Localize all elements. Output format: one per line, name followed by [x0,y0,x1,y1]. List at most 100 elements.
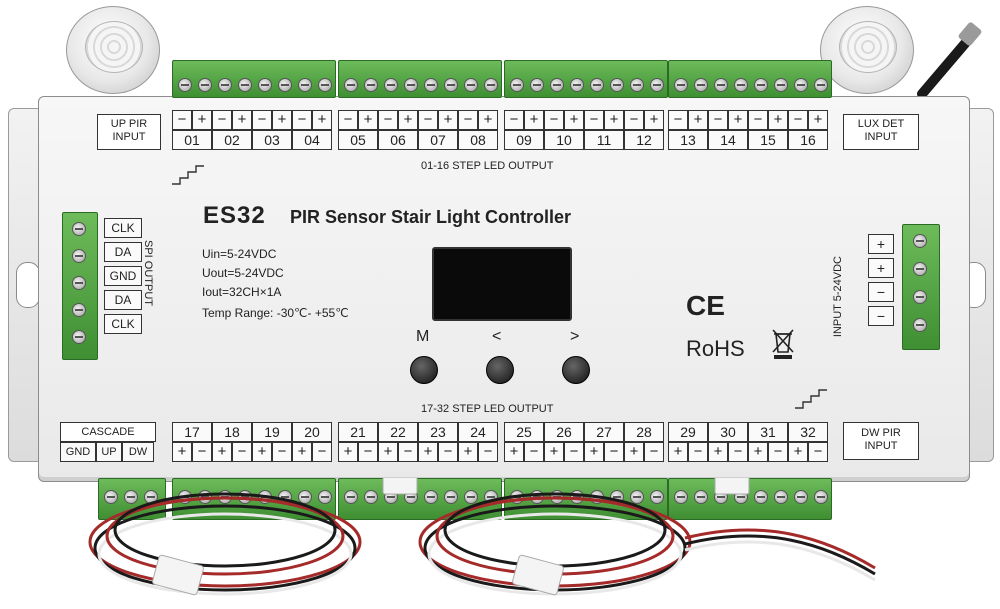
lcd-display [432,247,572,321]
top-channel-polarity: − [544,110,564,130]
top-terminal-screw [570,78,584,92]
spi-pin-label: DA [104,242,142,262]
top-terminal-screw [674,78,688,92]
bottom-channel-polarity: − [312,442,332,462]
top-terminal-screw [590,78,604,92]
bottom-terminal-screw [794,490,808,504]
ce-mark: CE [686,290,725,321]
top-channel-polarity: − [378,110,398,130]
top-channel-polarity: − [668,110,688,130]
bottom-terminal-screw [298,490,312,504]
bottom-terminal-screw [650,490,664,504]
left-button[interactable] [486,356,514,384]
top-terminal-screw [364,78,378,92]
spi-terminal-screw [72,249,86,263]
spi-pin-label: CLK [104,314,142,334]
top-channel-polarity: − [252,110,272,130]
bottom-channel-number: 28 [624,422,664,442]
spi-output-label: SPI OUTPUT [142,240,154,307]
bottom-channel-number: 18 [212,422,252,442]
top-channel-number: 04 [292,130,332,150]
top-channel-polarity: − [624,110,644,130]
bottom-channel-number: 29 [668,422,708,442]
input-pin-label: + [868,258,894,278]
top-terminal-group-1 [172,60,336,98]
bottom-channel-polarity: − [564,442,584,462]
bottom-channel-number: 23 [418,422,458,442]
right-button[interactable] [562,356,590,384]
bottom-channel-number: 20 [292,422,332,442]
top-channel-polarity: − [292,110,312,130]
lux-sensor-probe [917,22,982,99]
top-channel-number: 12 [624,130,664,150]
bottom-channel-number: 17 [172,422,212,442]
top-terminal-screw [218,78,232,92]
top-terminal-screw [650,78,664,92]
spec-uout: Uout=5-24VDC [202,266,284,280]
top-channel-polarity: − [338,110,358,130]
top-terminal-group-2 [338,60,502,98]
bottom-channel-number: 19 [252,422,292,442]
top-terminal-screw [794,78,808,92]
top-terminal-group-4 [668,60,832,98]
top-terminal-screw [258,78,272,92]
spi-pin-label: DA [104,290,142,310]
top-channel-polarity: + [808,110,828,130]
top-terminal-screw [404,78,418,92]
bottom-channel-polarity: − [768,442,788,462]
up-pir-input-label: UP PIR INPUT [97,114,161,150]
top-terminal-screw [464,78,478,92]
input-terminal-screw [913,290,927,304]
bottom-channel-polarity: − [272,442,292,462]
dw-pir-input-label: DW PIR INPUT [843,422,919,460]
top-channel-polarity: + [564,110,584,130]
bottom-channel-polarity: − [524,442,544,462]
spi-pin-label: CLK [104,218,142,238]
bottom-channel-polarity: + [252,442,272,462]
top-channel-polarity: + [688,110,708,130]
input-pin-label: − [868,282,894,302]
spi-terminal-screw [72,303,86,317]
bottom-channel-polarity: + [338,442,358,462]
top-channel-polarity: − [584,110,604,130]
model-name: ES32 [203,202,266,229]
top-terminal-screw [694,78,708,92]
top-channel-polarity: + [272,110,292,130]
top-channel-polarity: + [524,110,544,130]
top-terminal-screw [424,78,438,92]
top-terminal-screw [530,78,544,92]
top-channel-polarity: − [504,110,524,130]
spi-pin-label: GND [104,266,142,286]
top-terminal-screw [550,78,564,92]
input-pin-label: − [868,306,894,326]
bottom-channel-number: 26 [544,422,584,442]
rohs-mark: RoHS [686,336,745,361]
top-terminal-screw [278,78,292,92]
up-pir-sensor [66,6,160,94]
bottom-terminal-screw [444,490,458,504]
bottom-channel-number: 30 [708,422,748,442]
top-channel-number: 13 [668,130,708,150]
top-channel-polarity: + [768,110,788,130]
top-terminal-screw [178,78,192,92]
cascade-pin-label: DW [122,442,154,462]
bottom-terminal-screw [674,490,688,504]
down-pir-sensor [820,6,914,94]
mounting-hole-left [16,262,40,308]
top-channel-number: 14 [708,130,748,150]
bottom-terminal-screw [318,490,332,504]
m-button[interactable] [410,356,438,384]
bottom-channel-polarity: − [808,442,828,462]
bottom-channel-number: 32 [788,422,828,442]
bottom-terminal-screw [364,490,378,504]
bottom-channel-polarity: + [172,442,192,462]
bottom-terminal-screw [774,490,788,504]
spec-uin: Uin=5-24VDC [202,247,277,261]
top-terminal-screw [484,78,498,92]
weee-bin-icon [772,329,794,359]
top-channel-polarity: + [192,110,212,130]
cascade-pin-label: GND [60,442,96,462]
top-channel-polarity: + [604,110,624,130]
bottom-output-label: 17-32 STEP LED OUTPUT [421,403,554,415]
bottom-channel-polarity: − [644,442,664,462]
